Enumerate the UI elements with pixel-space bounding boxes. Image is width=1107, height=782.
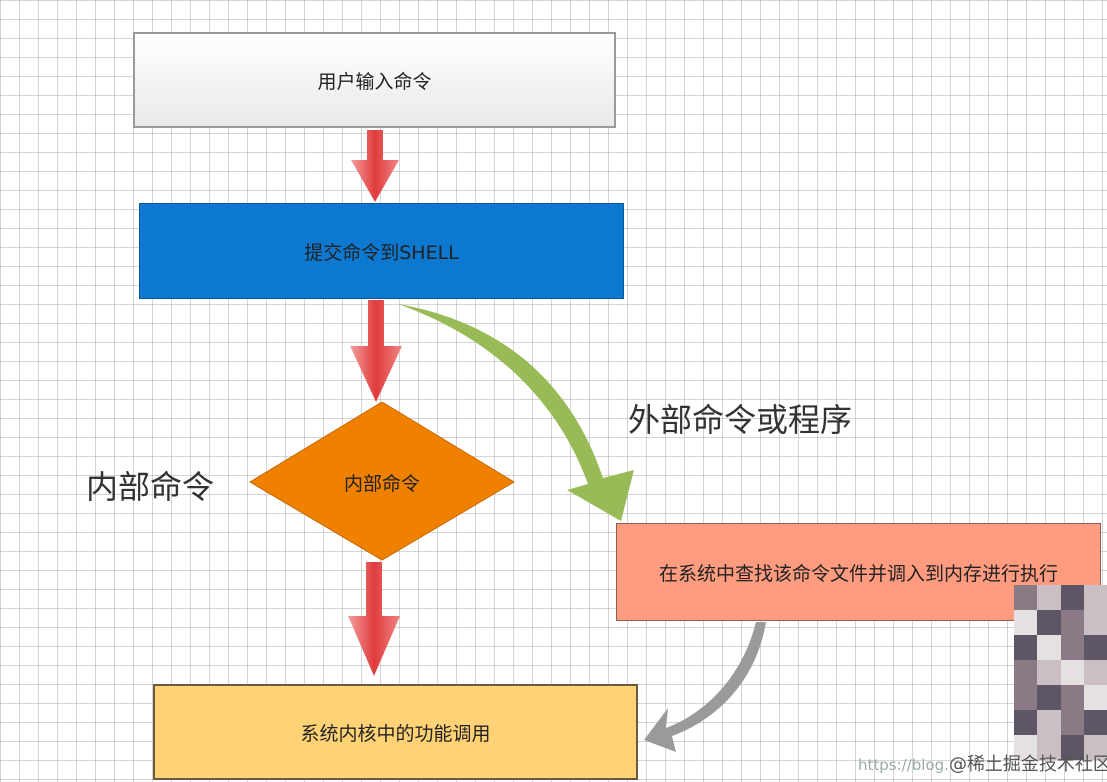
internal-command-diamond xyxy=(249,402,515,561)
search-file-label: 在系统中查找该命令文件并调入到内存进行执行 xyxy=(658,562,1058,585)
external-branch-label: 外部命令或程序 xyxy=(628,401,853,439)
search-file-node: 在系统中查找该命令文件并调入到内存进行执行 xyxy=(616,523,1101,621)
submit-shell-label: 提交命令到SHELL xyxy=(304,241,459,264)
arrow-submit-to-search xyxy=(398,304,634,521)
arrow-search-to-kernel xyxy=(644,622,766,752)
diamond-text-wrap: 内部命令 xyxy=(248,402,516,562)
watermark-text: @稀土掘金技术社区 xyxy=(948,754,1107,775)
watermark-url: https://blog. xyxy=(858,756,949,774)
arrow-submit-to-diamond xyxy=(350,300,402,402)
kernel-call-node: 系统内核中的功能调用 xyxy=(153,684,638,780)
arrow-diamond-to-kernel xyxy=(348,562,400,676)
internal-branch-label: 内部命令 xyxy=(86,468,215,506)
arrow-input-to-submit xyxy=(351,130,399,202)
watermark: https://blog.@稀土掘金技术社区 xyxy=(858,750,1107,776)
diamond-label: 内部命令 xyxy=(343,472,420,495)
pixelated-image xyxy=(1014,585,1107,760)
submit-shell-node: 提交命令到SHELL xyxy=(139,203,624,299)
user-input-label: 用户输入命令 xyxy=(317,70,432,93)
kernel-call-label: 系统内核中的功能调用 xyxy=(300,722,491,745)
user-input-node: 用户输入命令 xyxy=(133,32,616,128)
